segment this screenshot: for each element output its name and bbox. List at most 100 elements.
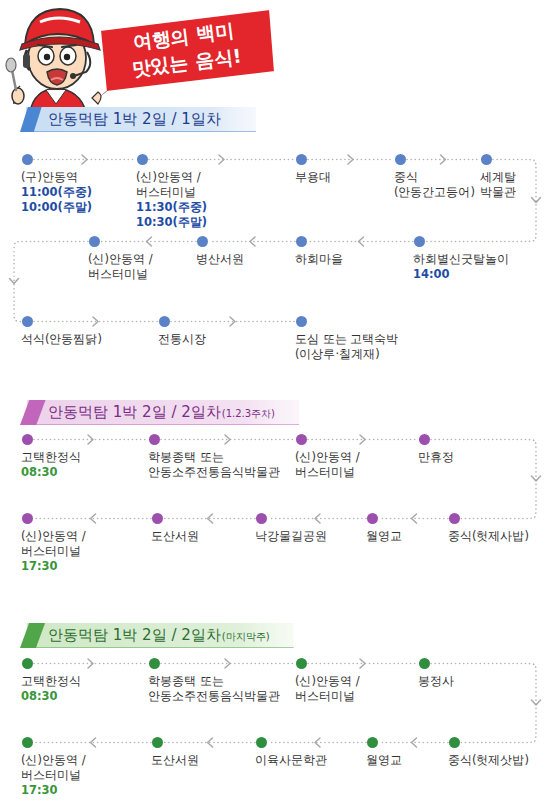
stop-node: 부용대	[295, 154, 350, 185]
heading-note: (1.2.3주차)	[222, 409, 275, 419]
route-connector	[379, 514, 448, 523]
route-connector	[34, 317, 158, 326]
stop-node: (신)안동역 / 버스터미널	[295, 658, 373, 704]
heading-text: 안동먹탐 1박 2일 / 2일차	[48, 628, 221, 643]
section-heading: 안동먹탐 1박 2일 / 2일차(마지막주)	[20, 623, 294, 648]
stop-dot	[256, 513, 267, 524]
stop-dot	[481, 154, 492, 165]
stop-node: 학봉종택 또는 안동소주전통음식박물관	[148, 658, 286, 704]
stop-node: 고택한정식08:30	[21, 658, 91, 704]
stop-name: 봉정사	[418, 674, 473, 689]
stop-dot	[22, 737, 33, 748]
stop-time: 11:30(주중) 10:30(주말)	[136, 200, 214, 230]
stop-name: 석식(안동찜닭)	[21, 332, 121, 347]
mascot	[6, 9, 101, 112]
stop-name: 도산서원	[151, 753, 213, 768]
stop-node: 월영교	[366, 737, 421, 768]
stop-node: (신)안동역 / 버스터미널	[88, 236, 166, 282]
stop-node: 석식(안동찜닭)	[21, 316, 121, 347]
route-connector	[308, 659, 418, 668]
stop-dot	[367, 737, 378, 748]
stop-node: 도심 또는 고택숙박 (이상루·칠계재)	[295, 316, 411, 362]
route-connector	[308, 155, 394, 164]
stop-node: 도산서원	[151, 513, 213, 544]
route-connector	[149, 155, 295, 164]
stop-node: (신)안동역 / 버스터미널17:30	[21, 737, 99, 798]
stop-name: 도심 또는 고택숙박 (이상루·칠계재)	[295, 332, 411, 362]
stop-dot	[367, 513, 378, 524]
stop-dot	[296, 154, 307, 165]
stop-name: 학봉종택 또는 안동소주전통음식박물관	[148, 450, 286, 480]
stop-dot	[159, 316, 170, 327]
stop-name: 하회마을	[295, 252, 357, 267]
stop-dot	[149, 434, 160, 445]
route-connector	[426, 160, 541, 242]
route-connector	[34, 514, 151, 523]
route-connector	[34, 155, 136, 164]
stop-node: 봉정사	[418, 658, 473, 689]
stop-node: 병산서원	[196, 236, 258, 267]
stop-node: 세계탈 박물관	[480, 154, 524, 200]
stop-name: 만휴정	[418, 450, 473, 465]
stop-name: (신)안동역 / 버스터미널	[295, 450, 373, 480]
stop-node: 중식(헛제삿밥)	[448, 737, 530, 768]
stop-dot	[152, 737, 163, 748]
stop-name: 부용대	[295, 170, 350, 185]
stop-time: 11:00(주중) 10:00(주말)	[21, 185, 91, 215]
route-connector	[268, 514, 366, 523]
stop-dot	[419, 658, 430, 669]
stop-node: 중식(헛제사밥)	[448, 513, 530, 544]
stop-name: 고택한정식	[21, 674, 91, 689]
stop-name: (신)안동역 / 버스터미널	[88, 252, 166, 282]
stop-name: (신)안동역 / 버스터미널	[136, 170, 214, 200]
stop-name: 하회별신굿탈놀이	[413, 252, 517, 267]
stop-dot	[414, 236, 425, 247]
section-heading: 안동먹탐 1박 2일 / 2일차(1.2.3주차)	[20, 400, 299, 425]
stop-node: 학봉종택 또는 안동소주전통음식박물관	[148, 434, 286, 480]
stop-name: 중식(헛제사밥)	[448, 529, 530, 544]
stop-name: 병산서원	[196, 252, 258, 267]
stop-node: 도산서원	[151, 737, 213, 768]
stop-dot	[449, 513, 460, 524]
heading-text: 안동먹탐 1박 2일 / 1일차	[48, 112, 221, 127]
heading-note: (마지막주)	[222, 632, 270, 642]
stop-node: (신)안동역 / 버스터미널	[295, 434, 373, 480]
stop-node: 이육사문학관	[255, 737, 337, 768]
stop-time: 14:00	[413, 267, 517, 282]
stop-dot	[395, 154, 406, 165]
stop-dot	[137, 154, 148, 165]
stop-name: (구)안동역	[21, 170, 91, 185]
stop-node: 고택한정식08:30	[21, 434, 91, 480]
stop-dot	[256, 737, 267, 748]
stop-name: 세계탈 박물관	[480, 170, 524, 200]
stop-name: (신)안동역 / 버스터미널	[21, 753, 99, 783]
stop-node: (신)안동역 / 버스터미널17:30	[21, 513, 99, 574]
stop-name: 이육사문학관	[255, 753, 337, 768]
stop-dot	[22, 316, 33, 327]
route-connector	[171, 317, 295, 326]
route-connector	[308, 237, 413, 246]
stop-time: 17:30	[21, 559, 99, 574]
stop-name: 도산서원	[151, 529, 213, 544]
stop-dot	[197, 236, 208, 247]
stop-node: 전통시장	[158, 316, 220, 347]
stop-name: 중식 (안동간고등어)	[394, 170, 470, 200]
section-heading: 안동먹탐 1박 2일 / 1일차	[20, 107, 256, 132]
stop-node: 월영교	[366, 513, 421, 544]
route-connector	[161, 435, 295, 444]
stop-name: 중식(헛제삿밥)	[448, 753, 530, 768]
stop-dot	[22, 658, 33, 669]
route-connector	[268, 738, 366, 747]
stop-dot	[22, 434, 33, 445]
stop-name: 고택한정식	[21, 450, 91, 465]
stop-node: 하회마을	[295, 236, 357, 267]
route-connector	[161, 659, 295, 668]
stop-time: 08:30	[21, 689, 91, 704]
stop-node: 하회별신굿탈놀이14:00	[413, 236, 517, 282]
route-connector	[308, 435, 418, 444]
stop-node: 만휴정	[418, 434, 473, 465]
title-banner	[96, 9, 275, 100]
route-connector	[101, 237, 196, 246]
stop-time: 17:30	[21, 783, 99, 798]
stop-dot	[296, 316, 307, 327]
